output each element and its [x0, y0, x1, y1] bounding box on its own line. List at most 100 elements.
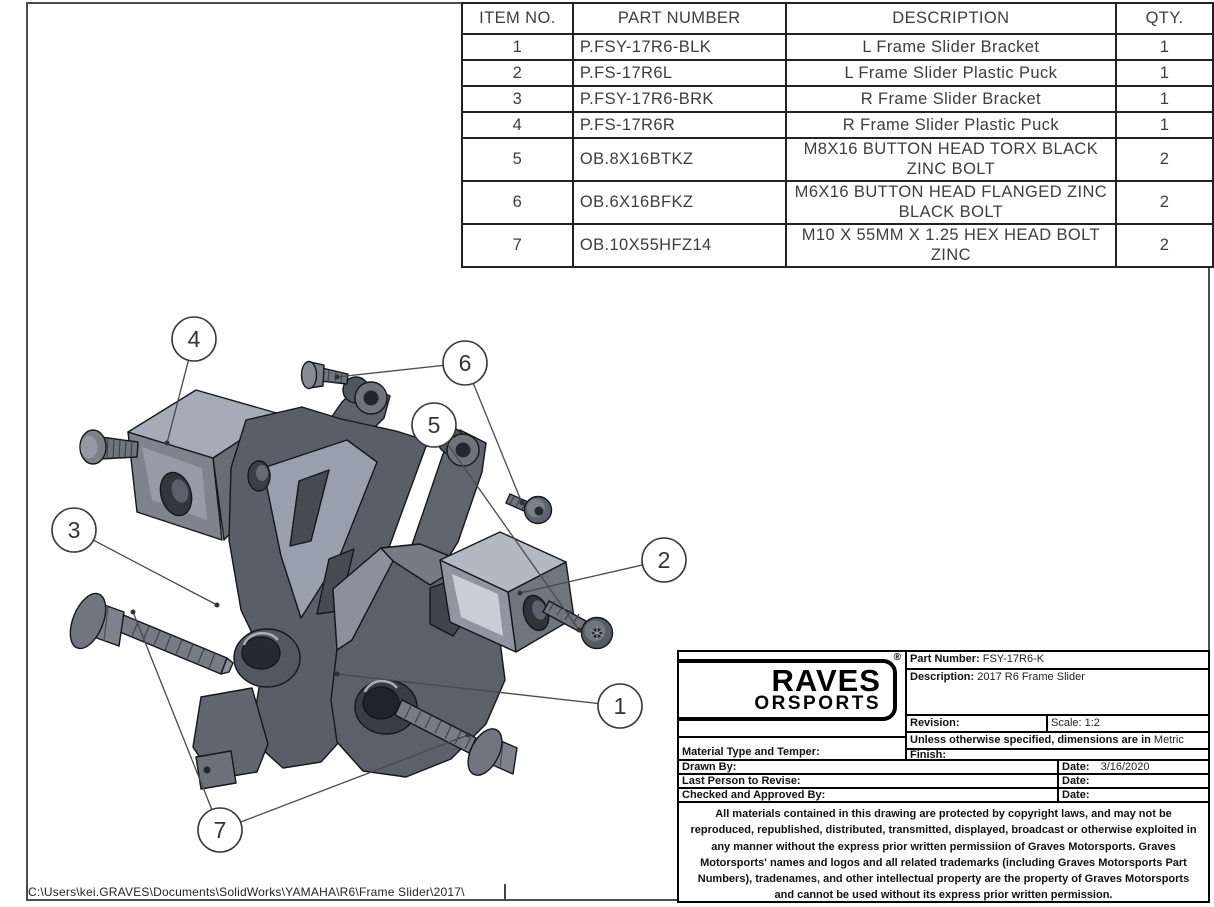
- balloon-number-1: 1: [614, 693, 627, 719]
- drawn-date-label: Date:: [1062, 761, 1090, 773]
- leader-dot-6: [334, 374, 340, 380]
- bom-cell-item: 3: [461, 85, 574, 113]
- bom-cell-qty: 1: [1115, 85, 1214, 113]
- balloon-number-6: 6: [459, 350, 472, 376]
- bom-cell-desc: M10 X 55MM X 1.25 HEX HEAD BOLT ZINC: [784, 223, 1118, 268]
- drawn-date-value: 3/16/2020: [1100, 761, 1150, 773]
- balloon-7: [197, 807, 243, 853]
- bom-cell-item: 6: [461, 180, 574, 225]
- bom-cell-item: 7: [461, 223, 574, 268]
- leader-dot-3: [214, 602, 220, 608]
- approved-cell: Checked and Approved By:: [679, 787, 1208, 801]
- bom-cell-part: P.FS-17R6R: [571, 111, 787, 139]
- bom-cell-part: P.FSY-17R6-BLK: [571, 33, 787, 61]
- bom-header-cell: ITEM NO.: [461, 2, 574, 35]
- description-value: 2017 R6 Frame Slider: [977, 671, 1085, 683]
- bom-cell-qty: 1: [1115, 59, 1214, 87]
- drawn-by-cell: Drawn By:: [679, 759, 1208, 773]
- drawn-date-cell: Date: 3/16/2020: [1057, 759, 1208, 773]
- revision-label: Revision:: [910, 717, 960, 729]
- bom-cell-item: 5: [461, 137, 574, 182]
- balloon-2: [641, 537, 687, 583]
- button-bolt-middle-illustration: [505, 493, 553, 525]
- graves-motorsports-logo: RAVES ORSPORTS: [679, 659, 897, 721]
- leader-line-7: [219, 734, 469, 831]
- torx-bolt-left-illustration: [79, 429, 139, 465]
- bom-cell-qty: 2: [1115, 137, 1214, 182]
- revise-date-cell: Date:: [1057, 773, 1208, 787]
- bom-cell-desc: R Frame Slider Plastic Puck: [784, 111, 1118, 139]
- left-puck-illustration: [439, 531, 575, 653]
- units-value: Metric: [1153, 734, 1184, 746]
- drawn-by-label: Drawn By:: [682, 761, 737, 773]
- file-path: C:\Users\kei.GRAVES\Documents\SolidWorks…: [28, 885, 465, 899]
- bom-cell-desc: M6X16 BUTTON HEAD FLANGED ZINC BLACK BOL…: [784, 180, 1118, 225]
- bom-cell-part: P.FSY-17R6-BRK: [571, 85, 787, 113]
- bom-cell-part: OB.6X16BFKZ: [571, 180, 787, 225]
- description-label: Description:: [910, 671, 975, 683]
- bom-cell-item: 1: [461, 33, 574, 61]
- units-cell: Unless otherwise specified, dimensions a…: [905, 731, 1208, 748]
- registered-trademark-icon: ®: [893, 652, 901, 663]
- leader-dot-5: [576, 627, 582, 633]
- balloon-number-3: 3: [68, 517, 81, 543]
- leader-line-1: [336, 673, 621, 707]
- part-number-cell: Part Number: FSY-17R6-K: [905, 652, 1208, 668]
- file-path-divider: [504, 884, 506, 901]
- leader-dot-2: [517, 590, 523, 596]
- bom-cell-qty: 2: [1115, 180, 1214, 225]
- leader-dot-7: [130, 609, 136, 615]
- bom-cell-qty: 2: [1115, 223, 1214, 268]
- button-bolt-top-illustration: [300, 360, 349, 390]
- finish-cell: Finish:: [905, 748, 1208, 761]
- bom-header-cell: DESCRIPTION: [784, 2, 1118, 35]
- bom-cell-item: 2: [461, 59, 574, 87]
- leader-line-3: [73, 529, 218, 606]
- balloon-number-7: 7: [214, 817, 227, 843]
- approved-date-label: Date:: [1062, 789, 1090, 801]
- bom-cell-desc: L Frame Slider Bracket: [784, 33, 1118, 61]
- material-label: Material Type and Temper:: [682, 746, 820, 758]
- part-number-value: FSY-17R6-K: [982, 653, 1045, 665]
- bom-cell-desc: R Frame Slider Bracket: [784, 85, 1118, 113]
- leader-dot-6: [519, 500, 525, 506]
- bom-cell-qty: 1: [1115, 33, 1214, 61]
- bom-cell-qty: 1: [1115, 111, 1214, 139]
- scale-cell: Scale: 1:2: [1046, 714, 1208, 731]
- approved-date-cell: Date:: [1057, 787, 1208, 801]
- revision-cell: Revision:: [905, 714, 1046, 731]
- bom-cell-desc: M8X16 BUTTON HEAD TORX BLACK ZINC BOLT: [784, 137, 1118, 182]
- leader-line-2: [519, 559, 665, 594]
- bom-cell-part: P.FS-17R6L: [571, 59, 787, 87]
- balloon-5: [411, 402, 457, 448]
- description-cell: Description: 2017 R6 Frame Slider: [905, 668, 1208, 714]
- bom-cell-part: OB.8X16BTKZ: [571, 137, 787, 182]
- balloon-number-2: 2: [658, 547, 671, 573]
- bom-cell-desc: L Frame Slider Plastic Puck: [784, 59, 1118, 87]
- leader-line-5: [433, 424, 580, 631]
- leader-line-7: [132, 611, 221, 831]
- bom-header-cell: QTY.: [1115, 2, 1214, 35]
- balloon-3: [51, 507, 97, 553]
- bom-header-cell: PART NUMBER: [571, 2, 787, 35]
- scale-value: Scale: 1:2: [1051, 717, 1100, 729]
- finish-label: Finish:: [910, 749, 947, 761]
- bom-cell-part: OB.10X55HFZ14: [571, 223, 787, 268]
- right-bracket-illustration: [192, 376, 429, 790]
- balloon-1: [597, 683, 643, 729]
- logo-cell: RAVES ORSPORTS ®: [679, 652, 905, 736]
- hex-bolt-right-illustration: [394, 699, 518, 776]
- copyright-notice: All materials contained in this drawing …: [679, 801, 1208, 901]
- approved-label: Checked and Approved By:: [682, 789, 826, 801]
- leader-dot-1: [334, 671, 340, 677]
- balloon-number-5: 5: [428, 412, 441, 438]
- balloon-6: [442, 340, 488, 386]
